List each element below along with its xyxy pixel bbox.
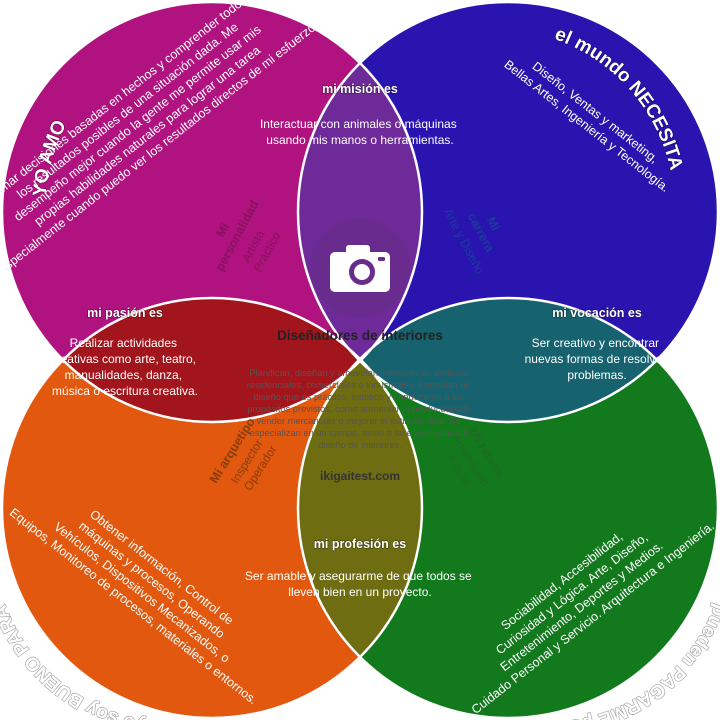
profession-text: Ser amable y asegurarme de que todos se …: [245, 569, 475, 599]
vocation-title: mi vocación es: [552, 306, 642, 320]
site-link[interactable]: ikigaitest.com: [320, 469, 400, 483]
good-at-circle: [2, 298, 422, 718]
job-title: Diseñadores de interiores: [277, 328, 443, 343]
love-circle: [2, 2, 422, 422]
mission-title: mi misión es: [322, 82, 398, 96]
passion-title: mi pasión es: [87, 306, 163, 320]
job-description: Planifican, diseñan y amueblan interiore…: [247, 368, 473, 450]
camera-icon: [310, 218, 410, 318]
world-needs-circle: [298, 2, 718, 422]
vocation-text: Ser creativo y encontrar nuevas formas d…: [525, 336, 670, 382]
profession-title: mi profesión es: [314, 537, 406, 551]
mission-text: Interactuar con animales o máquinas usan…: [260, 117, 460, 147]
passion-text: Realizar actividades creativas como arte…: [51, 336, 200, 398]
paid-for-circle: [298, 298, 718, 718]
